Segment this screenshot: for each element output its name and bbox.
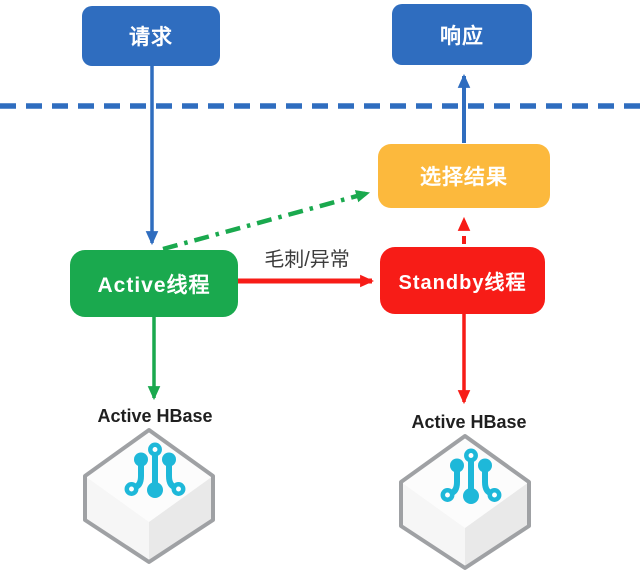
node-standby-thread-label: Standby线程 <box>398 272 527 294</box>
arrow-active-to-select-dashdot <box>162 190 371 252</box>
hbase-left-label: Active HBase <box>97 406 213 426</box>
hbase-right-label: Active HBase <box>411 412 527 432</box>
node-request: 请求 <box>82 6 220 66</box>
node-response: 响应 <box>392 4 532 65</box>
hbase-cube-branch-icon <box>401 436 529 568</box>
glitch-exception-edge-label: 毛刺/异常 <box>264 249 350 271</box>
node-response-label: 响应 <box>440 24 484 48</box>
hbase-cube-branch-icon <box>85 430 213 562</box>
node-active-thread: Active线程 <box>70 250 238 317</box>
node-active-thread-label: Active线程 <box>97 273 211 297</box>
node-select-result-label: 选择结果 <box>420 166 508 189</box>
node-standby-thread: Standby线程 <box>380 247 545 314</box>
node-request-label: 请求 <box>129 26 173 49</box>
node-select-result: 选择结果 <box>378 144 550 208</box>
